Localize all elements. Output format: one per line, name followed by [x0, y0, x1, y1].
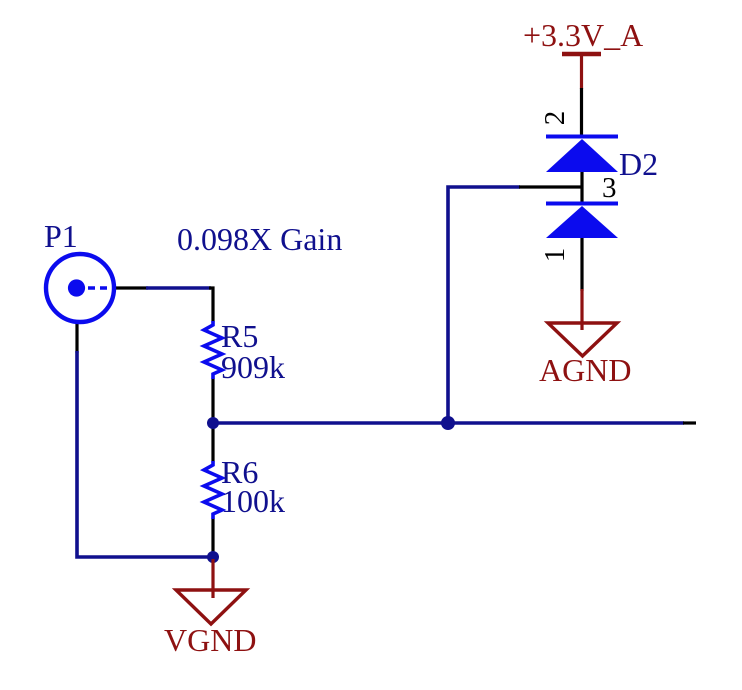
- resistor-r6-ref: R6: [221, 454, 258, 490]
- wire-p1-to-vgnd: [75, 351, 209, 559]
- pin-number-2: 2: [539, 111, 571, 126]
- net-wires: [75, 185, 696, 563]
- resistor-r6-zigzag: [199, 461, 227, 519]
- resistor-r5-value: 909k: [221, 349, 285, 385]
- pin-number-3: 3: [602, 172, 617, 204]
- resistor-r6-value: 100k: [221, 483, 285, 519]
- power-flag-3v3a: +3.3V_A: [523, 17, 643, 137]
- junction-dot: [207, 417, 219, 429]
- pin-stub-r5-top: [209, 286, 215, 322]
- connector-p1-center-pin: [67, 279, 86, 297]
- diode-d2-ref: D2: [619, 146, 658, 182]
- agnd-triangle: [543, 321, 622, 359]
- resistor-r5-symbol: R5 909k: [199, 318, 285, 385]
- junction-dot: [441, 416, 455, 430]
- resistor-r5-zigzag: [199, 321, 227, 379]
- resistor-r5-ref: R5: [221, 318, 258, 354]
- agnd-symbol: AGND: [539, 289, 631, 388]
- connector-p1-ring: [43, 251, 117, 325]
- vgnd-label: VGND: [164, 622, 256, 658]
- power-net-label: +3.3V_A: [523, 17, 643, 53]
- pin-number-1: 1: [539, 248, 571, 263]
- wire-output-to-d2: [446, 185, 520, 423]
- diode-d2-top-triangle: [546, 139, 618, 172]
- agnd-label: AGND: [539, 352, 631, 388]
- vgnd-symbol: VGND: [164, 559, 256, 658]
- connector-p1-symbol: P1: [43, 218, 117, 325]
- resistor-r6-symbol: R6 100k: [199, 454, 285, 519]
- diode-d2-symbol: D2 2 3 1: [539, 111, 658, 291]
- vgnd-triangle: [171, 588, 251, 627]
- gain-annotation: 0.098X Gain: [177, 221, 342, 257]
- connector-p1-label: P1: [44, 218, 78, 254]
- diode-d2-bottom-triangle: [546, 206, 618, 238]
- junction-dot: [207, 551, 219, 563]
